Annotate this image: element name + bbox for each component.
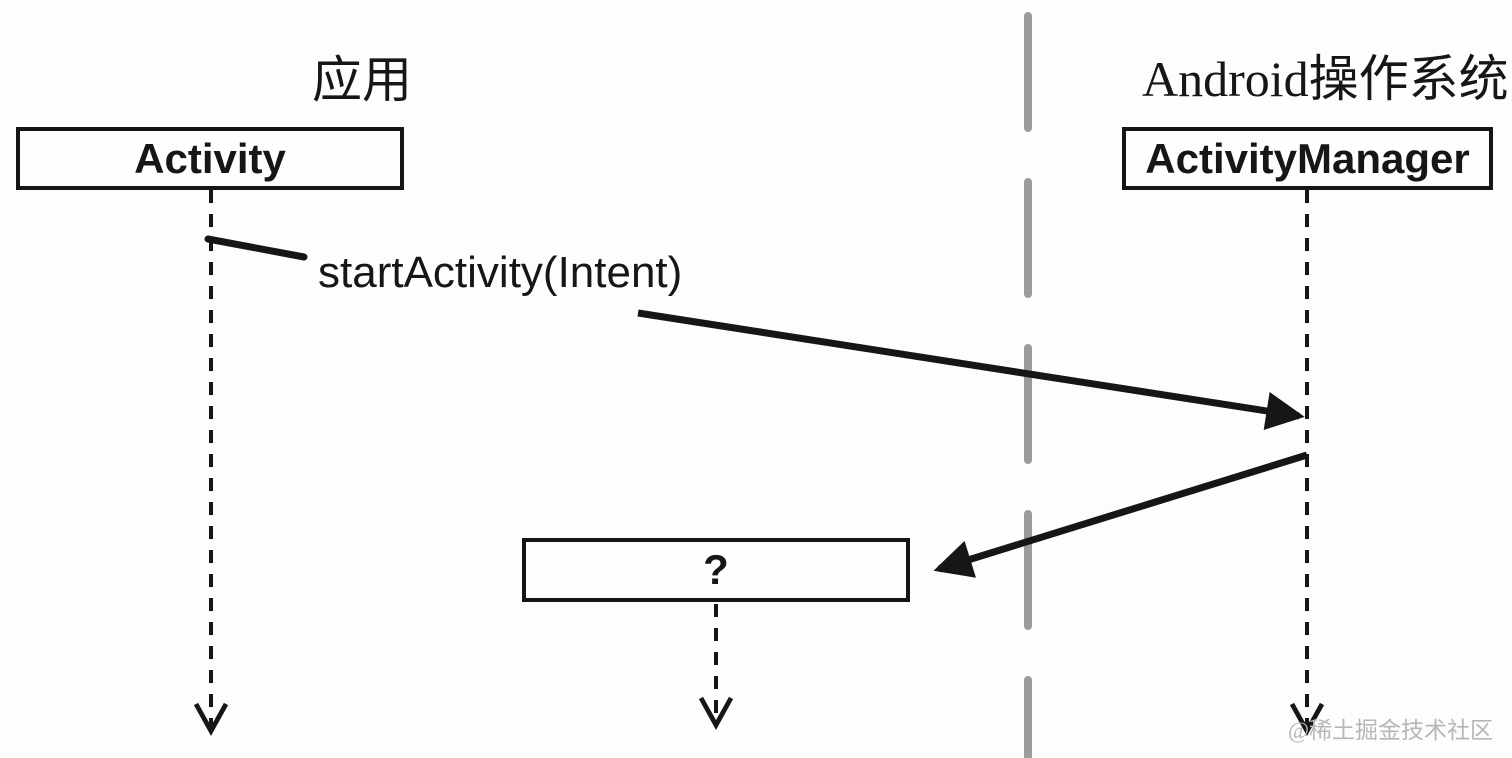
activity-actor-label: Activity — [134, 134, 286, 182]
activitymanager-actor-label: ActivityManager — [1145, 134, 1470, 182]
activitymanager-actor-box: ActivityManager — [1122, 127, 1493, 190]
activity-actor-box: Activity — [16, 127, 404, 190]
unknown-actor-label: ? — [703, 546, 729, 593]
unknown-actor-box: ? — [522, 538, 910, 602]
juejin-watermark: @稀土掘金技术社区 — [1287, 718, 1493, 743]
start-activity-call-arrow — [637, 309, 1305, 430]
start-activity-message-label: startActivity(Intent) — [318, 248, 683, 297]
android-os-group-title: Android操作系统 — [1142, 51, 1509, 107]
application-group-title: 应用 — [312, 52, 412, 108]
start-activity-call-lead-line — [204, 235, 308, 261]
return-arrow — [933, 451, 1309, 578]
